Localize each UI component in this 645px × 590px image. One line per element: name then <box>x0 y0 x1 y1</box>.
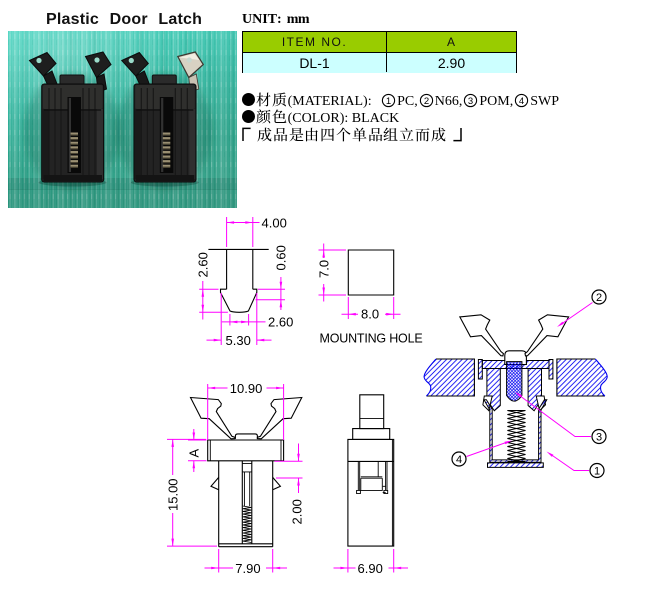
svg-text:2: 2 <box>424 95 429 106</box>
svg-text:7.0: 7.0 <box>316 260 331 278</box>
svg-text:15.00: 15.00 <box>166 478 181 511</box>
svg-text:6.90: 6.90 <box>358 561 383 576</box>
svg-text:10.90: 10.90 <box>230 381 263 396</box>
svg-text:4.00: 4.00 <box>262 216 287 231</box>
svg-text:2.00: 2.00 <box>290 499 305 524</box>
svg-text:MOUNTING HOLE: MOUNTING HOLE <box>320 332 423 346</box>
svg-text:3: 3 <box>596 431 602 443</box>
svg-text:2.60: 2.60 <box>268 315 293 330</box>
svg-text:4: 4 <box>456 454 462 466</box>
svg-text:0.60: 0.60 <box>274 245 289 270</box>
svg-text:7.90: 7.90 <box>235 561 260 576</box>
svg-text:5.30: 5.30 <box>226 333 251 348</box>
svg-text:3: 3 <box>468 95 473 106</box>
svg-text:1: 1 <box>594 465 600 477</box>
svg-text:1: 1 <box>386 95 391 106</box>
svg-text:A: A <box>187 449 202 458</box>
svg-text:4: 4 <box>519 95 524 106</box>
svg-text:2: 2 <box>596 292 602 304</box>
svg-text:8.0: 8.0 <box>361 307 379 322</box>
svg-text:2.60: 2.60 <box>196 252 211 277</box>
